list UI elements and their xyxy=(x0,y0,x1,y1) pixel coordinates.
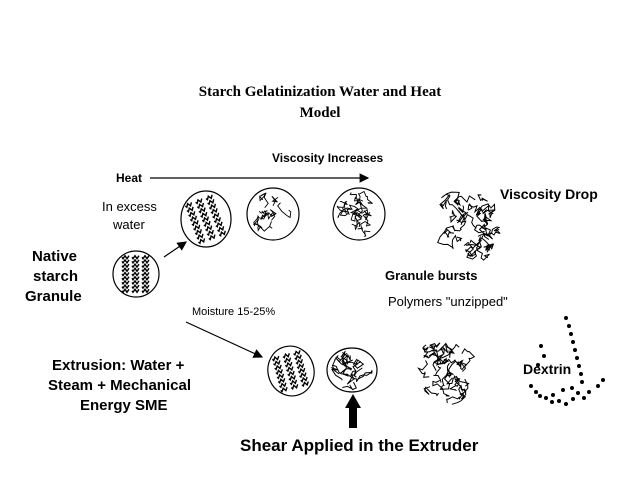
moisture-label: Moisture 15-25% xyxy=(192,306,276,318)
native-label-line2: starch xyxy=(33,268,79,285)
shear-arrow xyxy=(345,394,361,428)
native-label-line3: Granule xyxy=(25,288,82,305)
excess-water-label-line1: In excess xyxy=(102,199,157,214)
granule-bursts-label: Granule bursts xyxy=(385,268,478,283)
shear-label: Shear Applied in the Extruder xyxy=(240,436,479,455)
extrusion-label-line3: Energy SME xyxy=(80,397,168,414)
viscosity-drop-label: Viscosity Drop xyxy=(500,186,598,202)
extrusion-granule xyxy=(267,345,315,397)
dextrin-label: Dextrin xyxy=(523,361,572,377)
extruded-polymers xyxy=(417,342,476,405)
viscosity-increases-label: Viscosity Increases xyxy=(272,151,384,165)
native-granule xyxy=(112,250,160,298)
dextrin-fragments xyxy=(529,316,605,406)
excess-water-label-line2: water xyxy=(113,217,145,232)
moisture-arrow xyxy=(185,321,264,358)
extrusion-label-line1: Extrusion: Water + xyxy=(52,357,185,374)
polymers-unzipped-label: Polymers "unzipped" xyxy=(388,294,508,309)
extrusion-label-line2: Steam + Mechanical xyxy=(48,377,191,394)
native-label-line1: Native xyxy=(32,248,78,265)
diagram-title-line2: Model xyxy=(299,105,341,121)
swelling-arrow xyxy=(163,241,187,258)
swollen-granule xyxy=(246,187,300,241)
heat-label: Heat xyxy=(116,171,143,185)
swelling-granule xyxy=(180,190,232,248)
burst-granule-polymers xyxy=(437,191,501,261)
sheared-granule xyxy=(326,347,378,393)
max-swollen-granule xyxy=(332,187,386,241)
diagram-title-line1: Starch Gelatinization Water and Heat xyxy=(198,84,442,100)
